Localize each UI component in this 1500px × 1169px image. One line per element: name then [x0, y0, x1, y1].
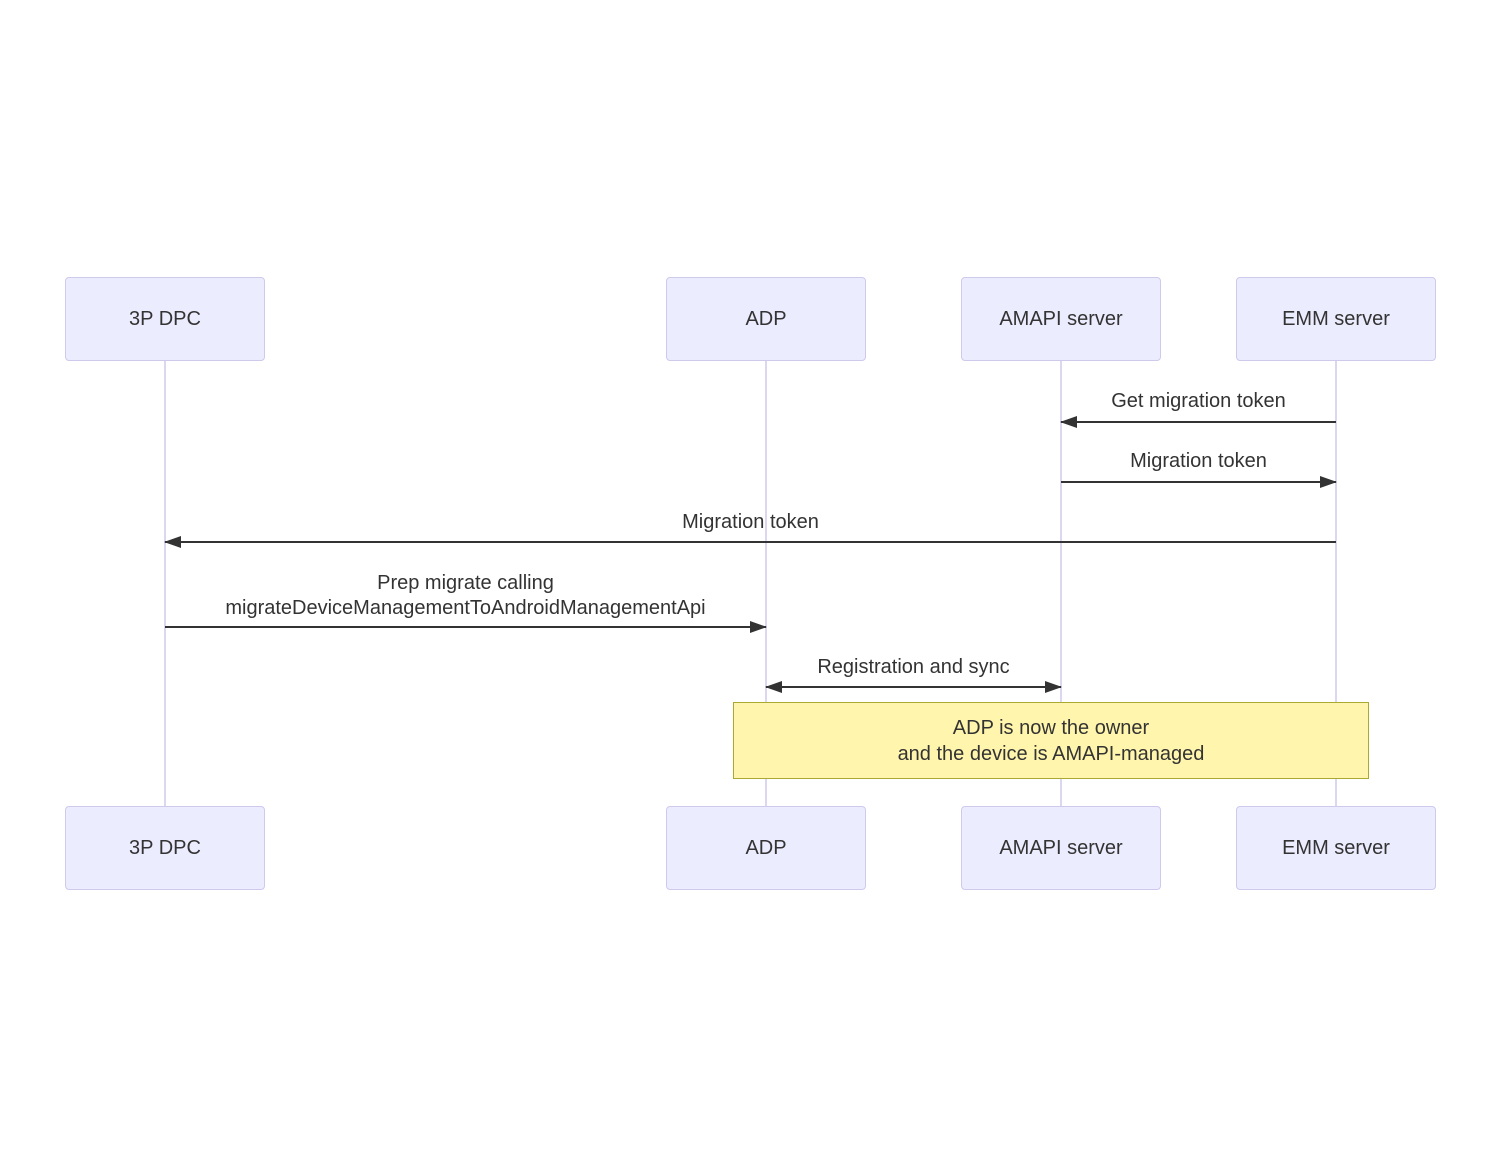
- actor-box-adp-top: ADP: [666, 277, 866, 361]
- actor-box-adp-bottom: ADP: [666, 806, 866, 890]
- actor-box-amapi-server-top: AMAPI server: [961, 277, 1161, 361]
- message-label-migration-token-1: Migration token: [1130, 450, 1267, 472]
- actor-label-3p-dpc: 3P DPC: [129, 307, 201, 330]
- message-arrow-get-migration-token: [1060, 416, 1336, 428]
- actor-label-amapi-server: AMAPI server: [999, 836, 1123, 859]
- note-line1: ADP is now the owner: [952, 716, 1150, 739]
- message-label-get-migration-token: Get migration token: [1111, 390, 1286, 412]
- arrowhead-right-icon: [1045, 681, 1062, 693]
- message-label-migration-token-2: Migration token: [682, 511, 819, 533]
- lifeline-emm-server: [1335, 361, 1337, 806]
- actor-box-emm-server-bottom: EMM server: [1236, 806, 1436, 890]
- actor-label-adp: ADP: [745, 836, 787, 859]
- lifeline-adp: [765, 361, 767, 806]
- actor-label-adp: ADP: [745, 307, 787, 330]
- actor-box-3p-dpc-bottom: 3P DPC: [65, 806, 265, 890]
- actor-label-amapi-server: AMAPI server: [999, 307, 1123, 330]
- note-adp-owner: ADP is now the owner and the device is A…: [733, 702, 1369, 779]
- actor-box-3p-dpc-top: 3P DPC: [65, 277, 265, 361]
- message-label-prep-migrate-line2: migrateDeviceManagementToAndroidManageme…: [225, 597, 706, 619]
- message-label-registration-and-sync: Registration and sync: [817, 656, 1010, 678]
- actor-box-emm-server-top: EMM server: [1236, 277, 1436, 361]
- actor-box-amapi-server-bottom: AMAPI server: [961, 806, 1161, 890]
- actor-label-3p-dpc: 3P DPC: [129, 836, 201, 859]
- message-arrow-prep-migrate: [165, 621, 767, 633]
- arrowhead-left-icon: [1060, 416, 1077, 428]
- lifeline-amapi-server: [1060, 361, 1062, 806]
- message-arrow-migration-token-1: [1061, 476, 1337, 488]
- lifeline-3p-dpc: [164, 361, 166, 806]
- message-arrow-migration-token-2: [164, 536, 1336, 548]
- note-line2: and the device is AMAPI-managed: [897, 742, 1205, 765]
- actor-label-emm-server: EMM server: [1282, 836, 1390, 859]
- message-arrow-registration-and-sync: [765, 681, 1062, 693]
- actor-label-emm-server: EMM server: [1282, 307, 1390, 330]
- message-label-prep-migrate: Prep migrate calling migrateDeviceManage…: [115, 571, 816, 621]
- arrowhead-right-icon: [750, 621, 767, 633]
- arrowhead-left-icon: [765, 681, 782, 693]
- message-label-prep-migrate-line1: Prep migrate calling: [377, 572, 554, 594]
- arrowhead-right-icon: [1320, 476, 1337, 488]
- arrowhead-left-icon: [164, 536, 181, 548]
